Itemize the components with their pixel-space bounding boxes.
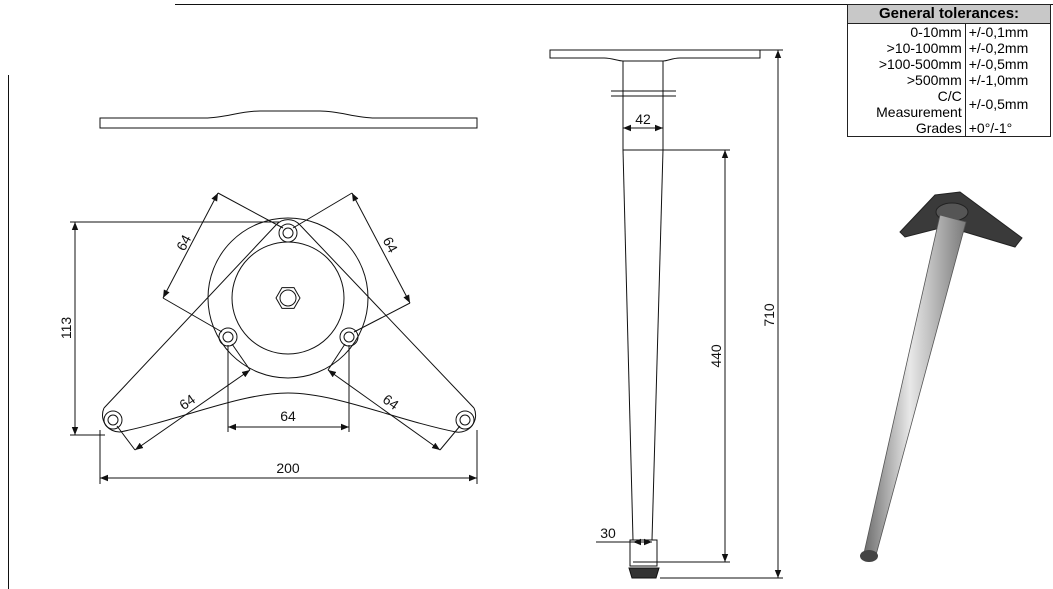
general-tolerances-table: General tolerances: 0-10mm+/-0,1mm >10-1…	[847, 4, 1051, 137]
tolerance-range: C/C Measurement	[847, 88, 966, 120]
table-row: C/C Measurement+/-0,5mm	[847, 88, 1051, 120]
plate-side-view	[99, 110, 478, 129]
tolerance-value: +/-0,1mm	[968, 24, 1029, 40]
table-row: Grades+0°/-1°	[847, 120, 1051, 137]
dim-diag-top-left: 64	[173, 232, 195, 253]
dim-leg-top: 42	[635, 111, 651, 127]
tolerances-title: General tolerances:	[847, 4, 1051, 24]
tolerance-range: 0-10mm	[847, 23, 966, 40]
mounting-holes	[103, 223, 475, 430]
tolerance-range: >500mm	[847, 72, 966, 88]
dim-total-height: 710	[761, 303, 777, 327]
table-row: >500mm+/-1,0mm	[847, 72, 1051, 88]
dim-diag-top-right: 64	[380, 234, 402, 255]
dim-plate-width: 200	[276, 460, 300, 476]
table-row: >100-500mm+/-0,5mm	[847, 56, 1051, 72]
tolerance-value: +/-0,2mm	[968, 40, 1029, 56]
tolerance-value: +/-1,0mm	[968, 72, 1029, 88]
tolerance-value: +/-0,5mm	[968, 56, 1029, 72]
tolerance-range: >100-500mm	[847, 56, 966, 72]
dim-plate-height: 113	[58, 317, 74, 340]
dim-taper-length: 440	[708, 344, 724, 368]
leg-side-view	[549, 49, 761, 579]
dim-hole-spacing: 64	[280, 408, 296, 424]
table-row: >10-100mm+/-0,2mm	[847, 40, 1051, 56]
plate-plan-view	[102, 217, 477, 433]
tolerance-value: +0°/-1°	[968, 120, 1013, 136]
plate-dimensions	[70, 192, 478, 484]
leg-dimensions	[596, 49, 783, 579]
tolerance-value: +/-0,5mm	[968, 96, 1029, 112]
tolerance-range: Grades	[847, 120, 966, 137]
tolerance-range: >10-100mm	[847, 40, 966, 56]
leg-3d-render	[860, 191, 1023, 562]
dim-diag-bottom-left: 64	[176, 391, 198, 413]
table-row: 0-10mm+/-0,1mm	[847, 23, 1051, 40]
dim-leg-bottom: 30	[600, 525, 616, 541]
